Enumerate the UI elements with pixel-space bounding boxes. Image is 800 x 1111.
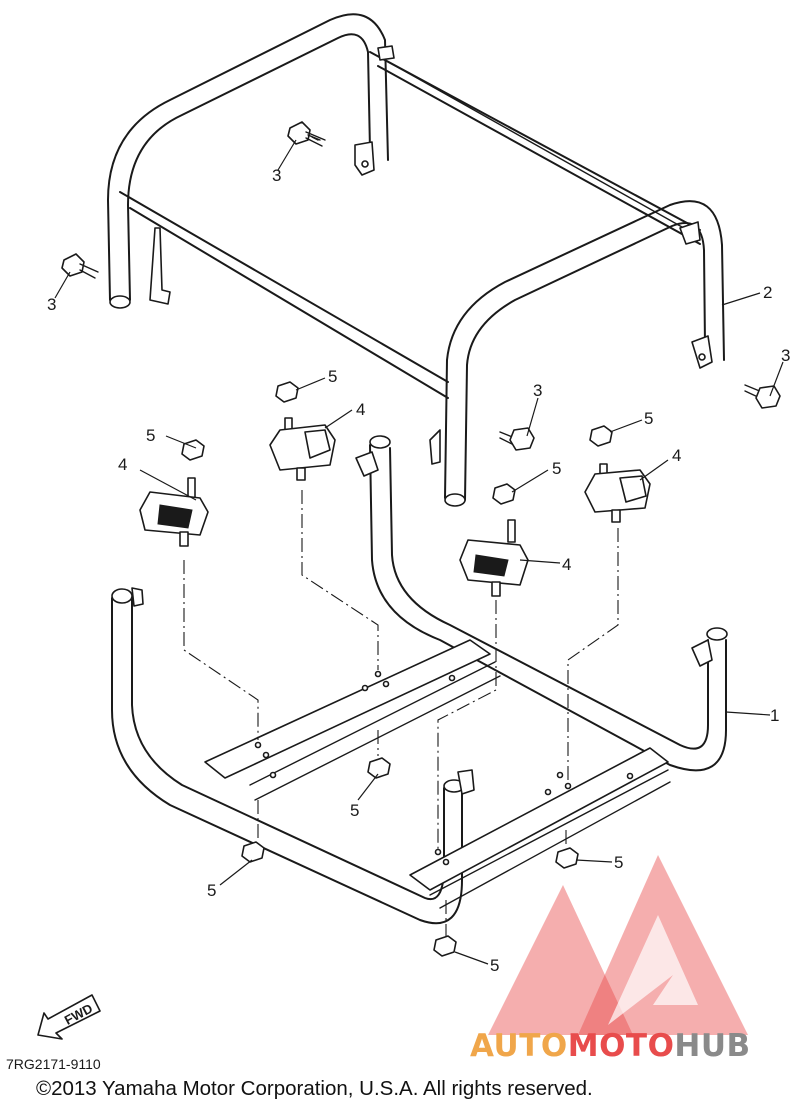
watermark-part-moto: MOTO bbox=[567, 1028, 675, 1064]
callout-5-c: 5 bbox=[552, 459, 561, 478]
callout-5-b: 5 bbox=[328, 367, 337, 386]
diagram-code: 7RG2171-9110 bbox=[6, 1056, 101, 1072]
mount-4-b bbox=[269, 417, 336, 481]
callout-4-d: 4 bbox=[672, 446, 681, 465]
callout-numbers: 1 2 3 3 3 3 4 4 4 4 5 5 5 5 5 5 5 5 bbox=[47, 166, 790, 975]
watermark-text: AUTOMOTOHUB bbox=[470, 1028, 751, 1064]
bolt-3-a bbox=[287, 121, 326, 147]
callout-5-h: 5 bbox=[490, 956, 499, 975]
watermark-logo bbox=[488, 855, 748, 1035]
lower-frame bbox=[111, 435, 728, 925]
callout-5-g: 5 bbox=[614, 853, 623, 872]
callout-3-b: 3 bbox=[47, 295, 56, 314]
leader-lines bbox=[54, 139, 784, 965]
watermark-triangle-icon bbox=[488, 885, 633, 1035]
callout-3-d: 3 bbox=[781, 346, 790, 365]
upper-frame bbox=[107, 13, 725, 507]
watermark-part-hub: HUB bbox=[674, 1028, 751, 1064]
callout-4-a: 4 bbox=[118, 455, 127, 474]
callout-2: 2 bbox=[763, 283, 772, 302]
bolt-3-b bbox=[61, 253, 99, 279]
callout-5-e: 5 bbox=[350, 801, 359, 820]
mount-4-a bbox=[139, 477, 209, 547]
mount-4-c bbox=[459, 519, 529, 597]
fwd-label: FWD bbox=[62, 1001, 95, 1028]
callout-5-a: 5 bbox=[146, 426, 155, 445]
callout-3-c: 3 bbox=[533, 381, 542, 400]
assembly-lines bbox=[183, 490, 619, 936]
bolt-3-d bbox=[744, 384, 781, 409]
watermark-part-auto: AUTO bbox=[470, 1028, 568, 1064]
callout-5-f: 5 bbox=[207, 881, 216, 900]
callout-1: 1 bbox=[770, 706, 779, 725]
mount-4-d bbox=[584, 463, 651, 523]
callout-4-b: 4 bbox=[356, 400, 365, 419]
copyright-notice: ©2013 Yamaha Motor Corporation, U.S.A. A… bbox=[36, 1077, 593, 1100]
callout-5-d: 5 bbox=[644, 409, 653, 428]
callout-4-c: 4 bbox=[562, 555, 571, 574]
callout-3-a: 3 bbox=[272, 166, 281, 185]
fwd-arrow-icon: FWD bbox=[37, 994, 101, 1040]
